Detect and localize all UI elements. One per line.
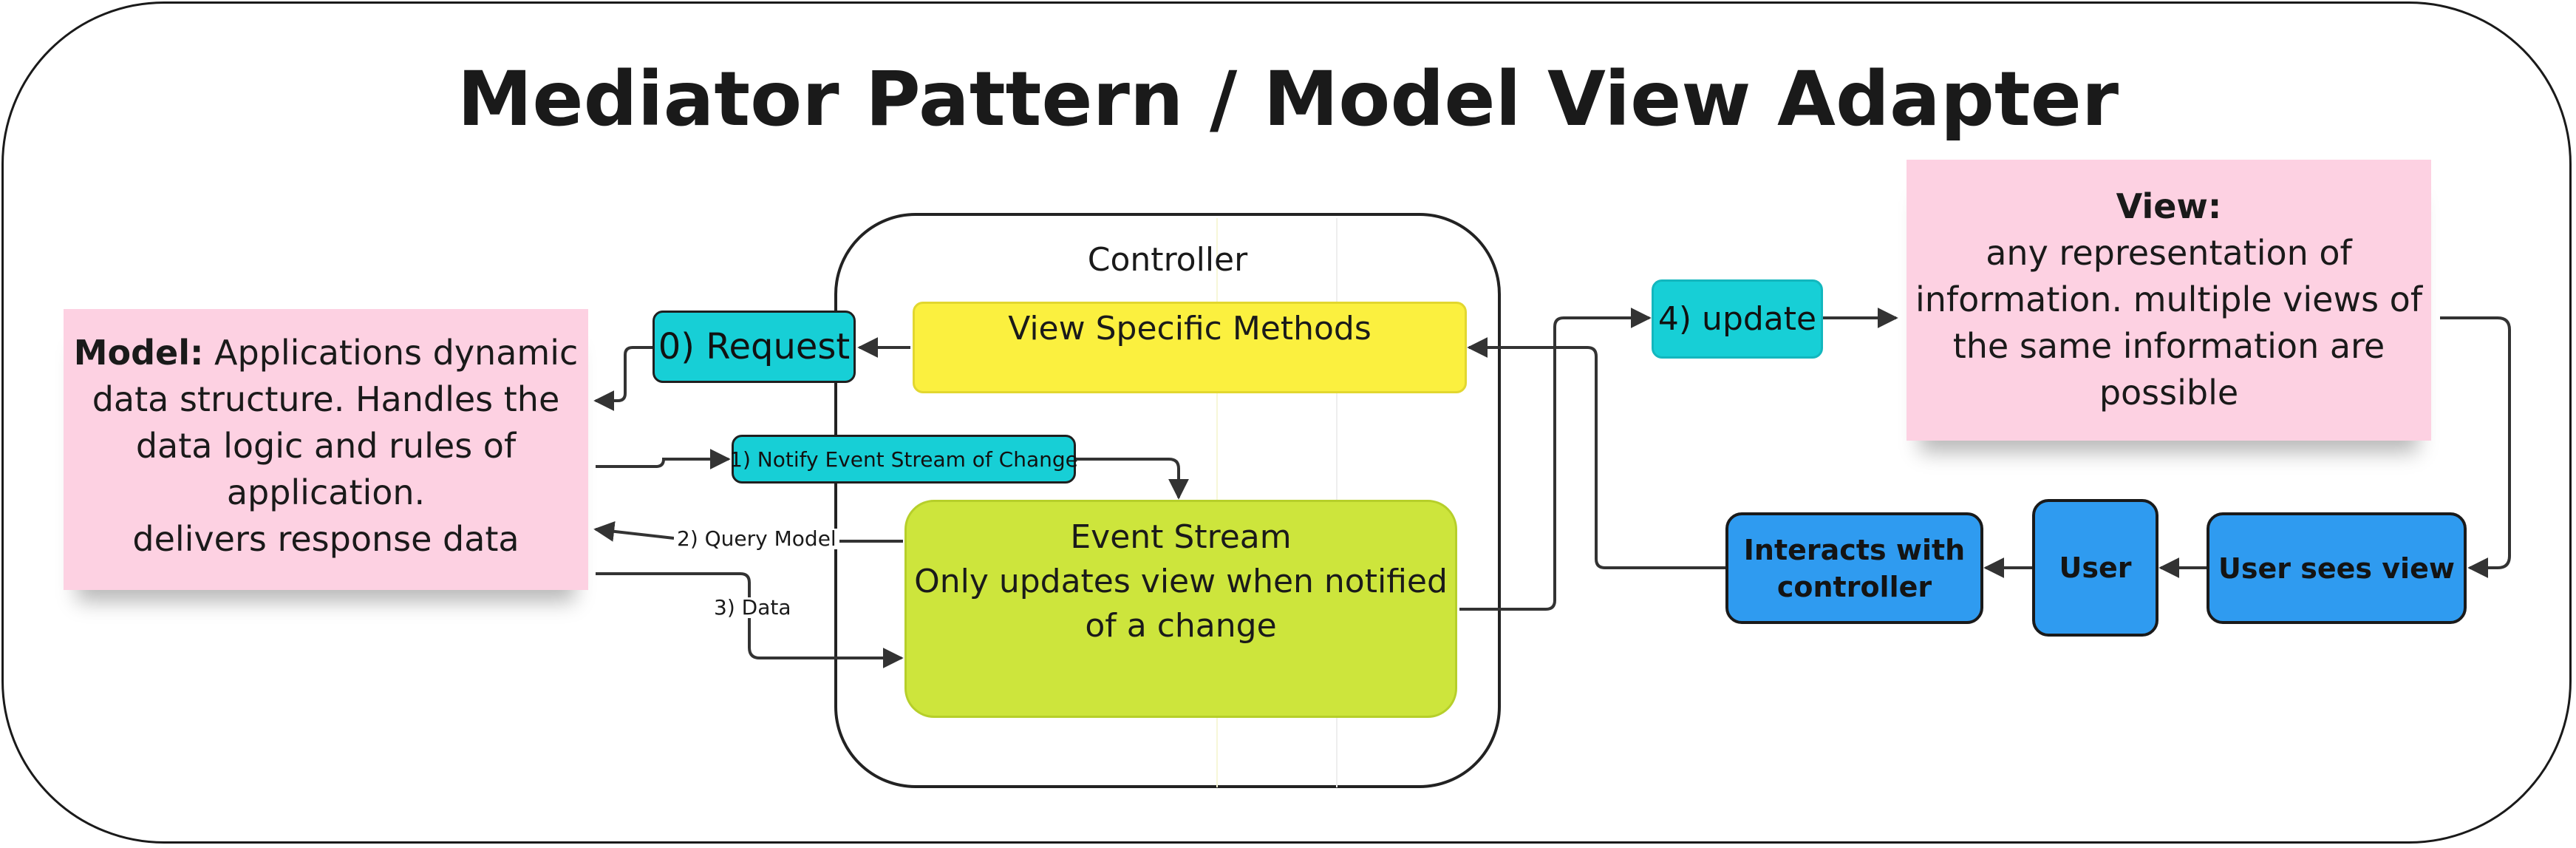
arrow-notify-to-event xyxy=(1076,458,1189,500)
event-stream-title: Event Stream xyxy=(1070,518,1292,556)
arrow-request-to-model xyxy=(593,346,652,411)
controller-title: Controller xyxy=(1087,241,1248,279)
event-stream-description: Only updates view when notified of a cha… xyxy=(914,563,1448,645)
event-stream-box: Event Stream Only updates view when noti… xyxy=(904,500,1457,718)
notify-label: 1) Notify Event Stream of Change xyxy=(729,435,1078,484)
model-heading: Model: xyxy=(73,333,204,373)
interacts-with-controller-box: Interacts with controller xyxy=(1725,512,1983,624)
query-model-label: 2) Query Model xyxy=(674,529,839,549)
diagram-title: Mediator Pattern / Model View Adapter xyxy=(457,55,2119,143)
request-label: 0) Request xyxy=(652,311,856,383)
arrow-query-to-model xyxy=(596,529,903,541)
view-specific-methods-box: View Specific Methods xyxy=(913,302,1467,393)
user-sees-view-box: User sees view xyxy=(2207,512,2467,624)
model-description: Applications dynamic data structure. Han… xyxy=(92,333,579,512)
user-box: User xyxy=(2032,499,2158,637)
view-heading: View: xyxy=(2116,186,2222,226)
arrow-interacts-to-vsm xyxy=(1467,337,1725,569)
view-description: any representation of information. multi… xyxy=(1915,233,2423,413)
arrow-model-to-notify xyxy=(596,449,731,469)
update-label: 4) update xyxy=(1652,279,1823,359)
model-response-note: delivers response data xyxy=(132,519,519,559)
view-note: View: any representation of information.… xyxy=(1907,160,2431,441)
arrow-view-to-sees xyxy=(2440,316,2511,578)
data-label: 3) Data xyxy=(711,597,794,618)
model-note: Model: Applications dynamic data structu… xyxy=(64,309,588,590)
arrow-event-to-update xyxy=(1459,308,1652,611)
